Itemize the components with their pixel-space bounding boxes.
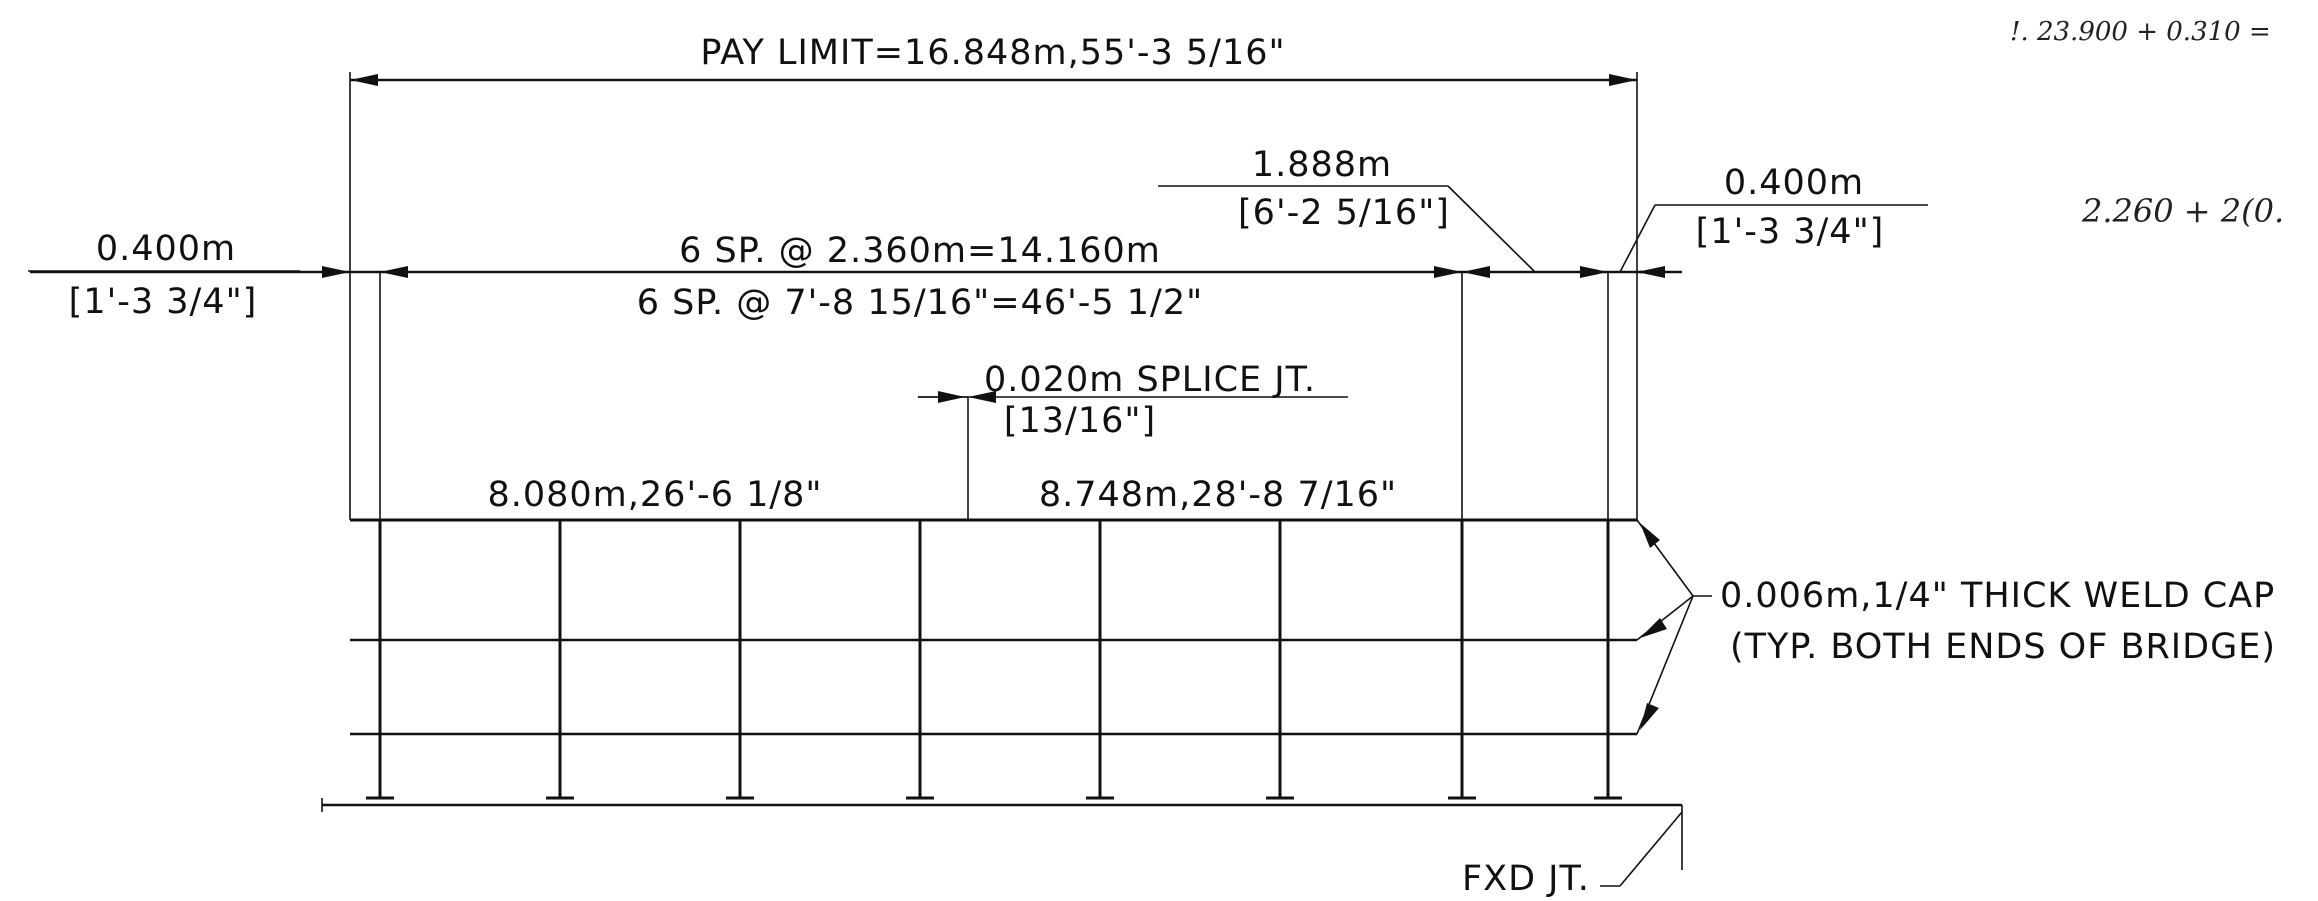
girder-5 (1086, 520, 1114, 800)
girder-3 (726, 520, 754, 800)
handwritten-note-2: 2.260 + 2(0. (2081, 192, 2284, 230)
weld-cap-line2: (TYP. BOTH ENDS OF BRIDGE) (1730, 627, 2276, 667)
right-overhang-metric: 0.400m (1724, 163, 1864, 203)
fixed-joint-callout: FXD JT. (1462, 811, 1683, 899)
fixed-joint-label: FXD JT. (1462, 859, 1590, 899)
spacing-metric-label: 6 SP. @ 2.360m=14.160m (679, 231, 1161, 271)
spacing-imperial-label: 6 SP. @ 7'-8 15/16"=46'-5 1/2" (637, 283, 1203, 323)
left-segment-label: 8.080m,26'-6 1/8" (487, 475, 822, 515)
girder-1 (366, 520, 394, 800)
left-overhang-dimension: 0.400m [1'-3 3/4"] (28, 229, 300, 322)
girder-6 (1266, 520, 1294, 800)
girder-lines (366, 520, 1622, 800)
girder-spacing-dimension: 6 SP. @ 2.360m=14.160m 6 SP. @ 7'-8 15/1… (30, 231, 1682, 520)
right-span-dimension: 1.888m [6'-2 5/16"] (1158, 145, 1536, 273)
pay-limit-dimension: PAY LIMIT=16.848m,55'-3 5/16" (349, 33, 1638, 520)
left-overhang-metric: 0.400m (96, 229, 236, 269)
splice-metric: 0.020m SPLICE JT. (984, 360, 1316, 400)
girder-4 (906, 520, 934, 800)
splice-imperial: [13/16"] (1004, 401, 1156, 441)
right-span-imperial: [6'-2 5/16"] (1238, 193, 1450, 233)
splice-joint-callout: 0.020m SPLICE JT. [13/16"] (918, 360, 1348, 520)
right-segment-label: 8.748m,28'-8 7/16" (1039, 475, 1397, 515)
girder-7 (1448, 520, 1476, 800)
left-overhang-imperial: [1'-3 3/4"] (69, 282, 258, 322)
bridge-structure (321, 518, 1683, 870)
girder-8 (1594, 520, 1622, 800)
right-span-metric: 1.888m (1252, 145, 1392, 185)
weld-cap-callout: 0.006m,1/4" THICK WELD CAP (TYP. BOTH EN… (1636, 519, 2276, 735)
weld-cap-line1: 0.006m,1/4" THICK WELD CAP (1720, 576, 2275, 616)
handwritten-note-1: !. 23.900 + 0.310 = (2010, 17, 2271, 47)
right-overhang-dimension: 0.400m [1'-3 3/4"] (1619, 163, 1928, 273)
right-overhang-imperial: [1'-3 3/4"] (1696, 212, 1885, 252)
handwritten-notes: !. 23.900 + 0.310 = 2.260 + 2(0. (2010, 17, 2284, 230)
girder-2 (546, 520, 574, 800)
pay-limit-label: PAY LIMIT=16.848m,55'-3 5/16" (700, 33, 1285, 73)
